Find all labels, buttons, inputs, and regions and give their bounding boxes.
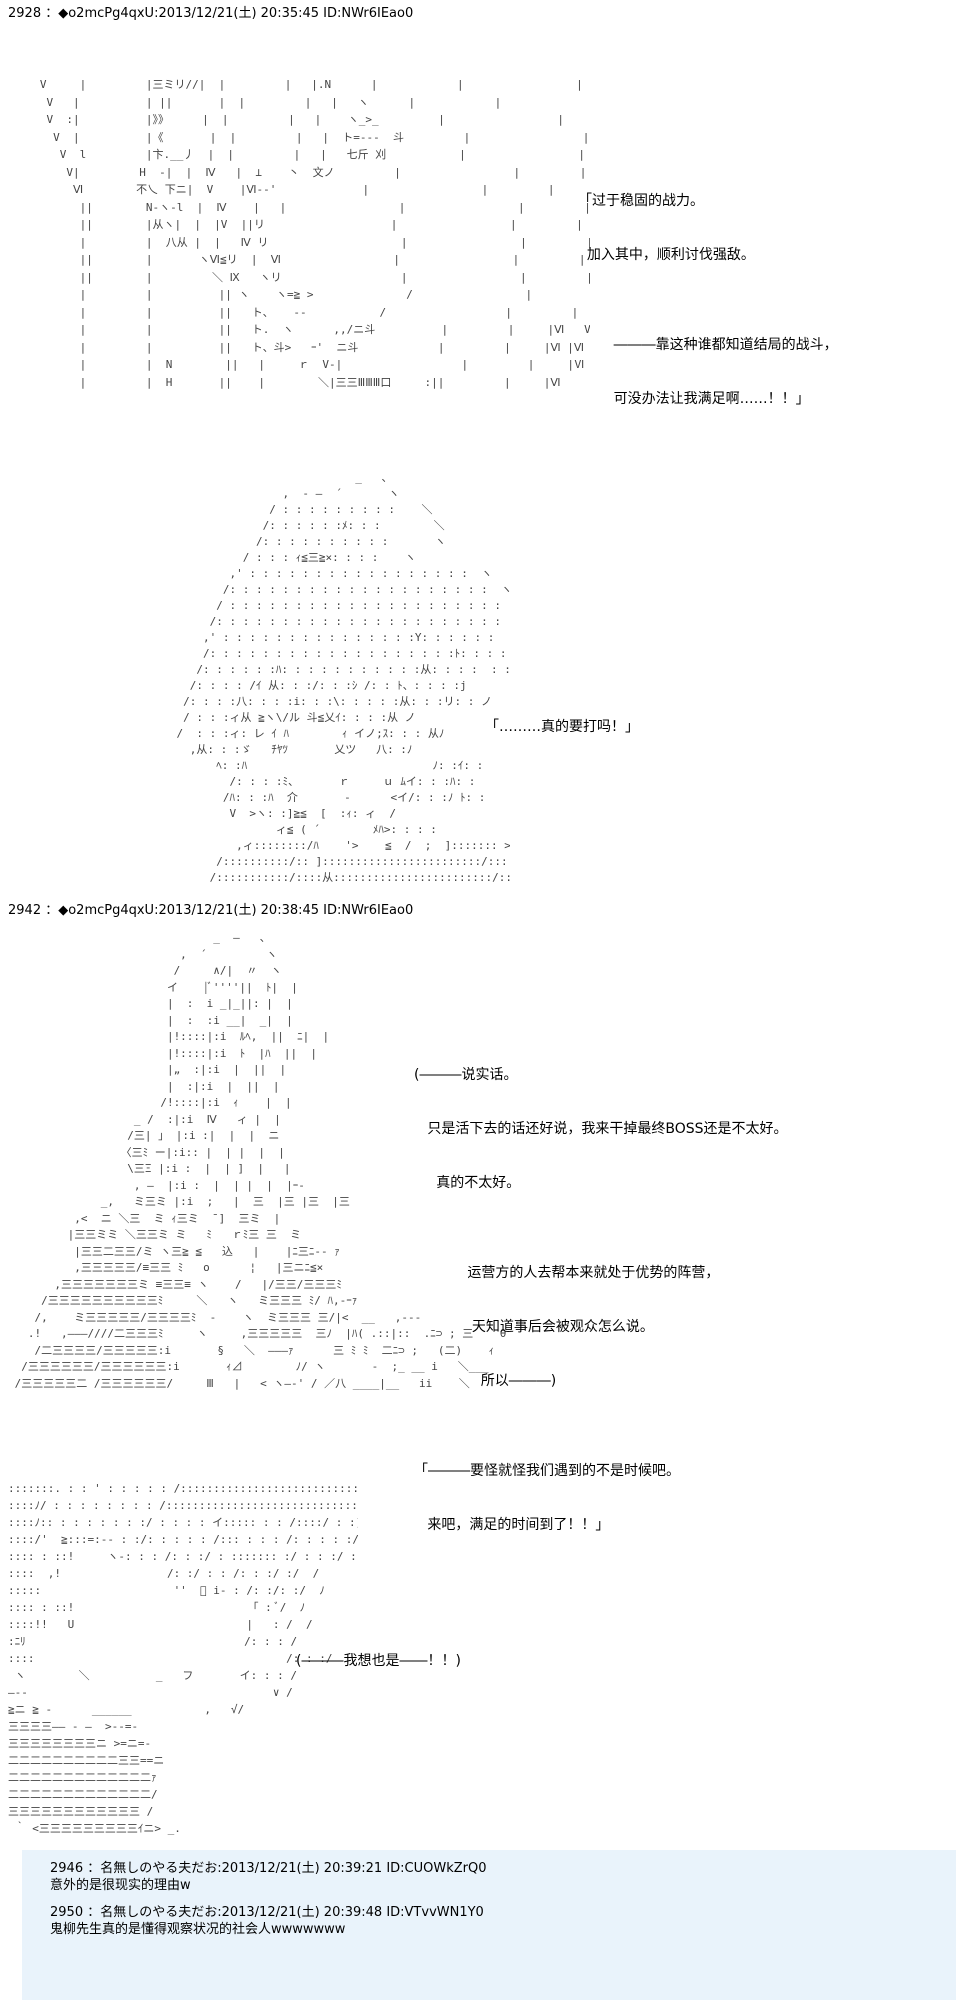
dialogue-line: 来吧，满足的时间到了！！」 [414, 1517, 610, 1533]
ascii-art-character-standing: _ ― 、 , ´ ヽ / ∧/| 〃 ヽ イ |ﾞ''''|| ﾄ| | | … [14, 931, 507, 1390]
dialogue-line: 真的不太好。 [414, 1175, 521, 1191]
dialogue-line: 所以―――) [414, 1373, 557, 1389]
dialogue-line: 加入其中，顺利讨伐强敌。 [578, 247, 755, 263]
comment-header: 2946 ：名無しのやる夫だお:2013/12/21(土) 20:39:21 I… [50, 1861, 487, 1876]
comment-body: 意外的是很现实的理由w [50, 1878, 191, 1893]
ascii-art-character-cloak: _ ､ , - ― ´ ヽ / : : : : : : : : : ＼ /: :… [176, 471, 510, 884]
post-header-2928: 2928 ：◆o2mcPg4qxU:2013/12/21(土) 20:35:45… [8, 6, 414, 21]
dialogue-line: 只是活下去的话还好说，我来干掉最终BOSS还是不太好。 [414, 1121, 788, 1137]
comment-header: 2950 ：名無しのやる夫だお:2013/12/21(土) 20:39:48 I… [50, 1905, 484, 1920]
dialogue-battle-resolve: 「过于稳固的战力。 加入其中，顺利讨伐强敌。 ―――靠这种谁都知道结局的战斗， … [578, 156, 838, 426]
dialogue-line: ―――靠这种谁都知道结局的战斗， [578, 337, 838, 353]
comment-body: 鬼柳先生真的是懂得观察状况的社会人wwwwwww [50, 1922, 346, 1937]
ascii-art-crest: V | |三ミリ//| | | |.N | | | | | | | V | | … [39, 78, 590, 389]
dialogue-line: 天知道事后会被观众怎么说。 [414, 1319, 654, 1335]
comment-item: 2950 ：名無しのやる夫だお:2013/12/21(土) 20:39:48 I… [50, 1904, 928, 1938]
dialogue-line: 「过于稳固的战力。 [578, 193, 704, 209]
dialogue-i-thought-so: (―――我想也是――！！) [296, 1653, 461, 1669]
post-header-2942: 2942 ：◆o2mcPg4qxU:2013/12/21(土) 20:38:45… [8, 903, 414, 918]
dialogue-line: (―――说实话。 [414, 1067, 518, 1083]
comment-item: 2946 ：名無しのやる夫だお:2013/12/21(土) 20:39:21 I… [50, 1860, 928, 1894]
dialogue-honest-talk: (―――说实话。 只是活下去的话还好说，我来干掉最终BOSS还是不太好。 真的不… [414, 1030, 788, 1552]
ascii-art-close-up: :::::::. : : ' : : : : : /::::::::::::::… [8, 1482, 358, 1835]
comment-section: 2946 ：名無しのやる夫だお:2013/12/21(土) 20:39:21 I… [22, 1850, 956, 2000]
dialogue-line: 「―――要怪就怪我们遇到的不是时候吧。 [414, 1463, 680, 1479]
dialogue-line: 运营方的人去帮本来就处于优势的阵营， [414, 1265, 720, 1281]
dialogue-line: 可没办法让我满足啊……！！」 [578, 391, 810, 407]
dialogue-really-fight: 「………真的要打吗！」 [485, 719, 639, 735]
